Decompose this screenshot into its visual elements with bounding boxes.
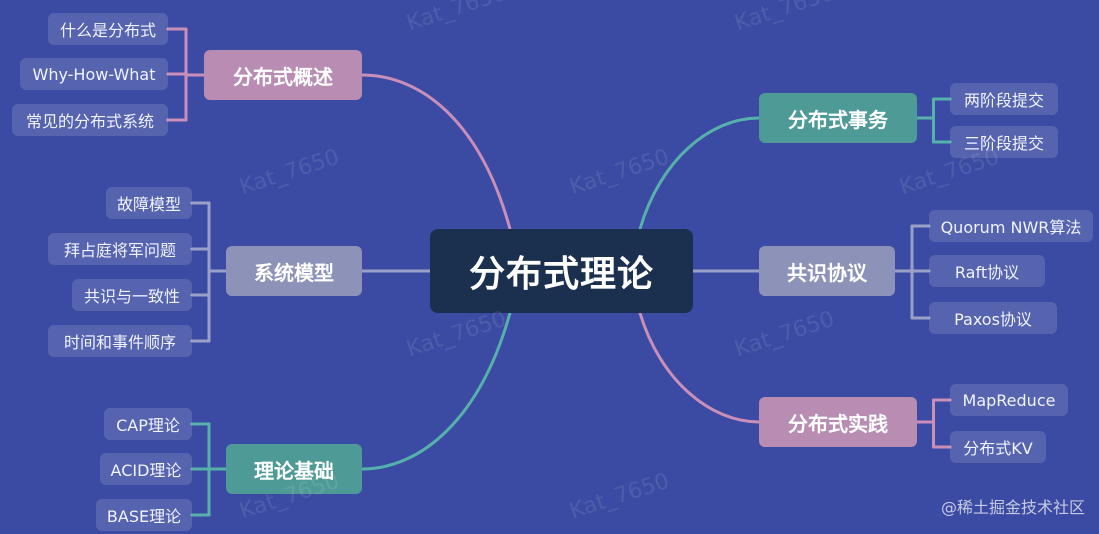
leaf-raft[interactable]: Raft协议: [929, 255, 1045, 287]
leaf-fault-model[interactable]: 故障模型: [106, 187, 192, 219]
link-root-overview: [360, 73, 512, 231]
leaf-three-phase-commit[interactable]: 三阶段提交: [950, 126, 1058, 158]
leaf-what-is-distributed[interactable]: 什么是分布式: [48, 13, 168, 45]
leaf-distributed-kv[interactable]: 分布式KV: [950, 431, 1046, 463]
root-node[interactable]: 分布式理论: [430, 229, 693, 313]
leaf-why-how-what[interactable]: Why-How-What: [20, 58, 168, 90]
branch-theory-basis[interactable]: 理论基础: [226, 444, 362, 494]
leaf-byzantine-generals[interactable]: 拜占庭将军问题: [48, 233, 192, 265]
branch-consensus[interactable]: 共识协议: [759, 246, 895, 296]
link-root-theory: [360, 311, 512, 471]
leaf-cap-theory[interactable]: CAP理论: [104, 408, 192, 440]
site-watermark: @稀土掘金技术社区: [940, 498, 1085, 517]
leaf-quorum-nwr[interactable]: Quorum NWR算法: [929, 210, 1093, 242]
link-root-transactions: [638, 116, 761, 231]
leaf-consensus-consistency[interactable]: 共识与一致性: [72, 279, 192, 311]
leaf-base-theory[interactable]: BASE理论: [96, 499, 192, 531]
leaf-time-event-order[interactable]: 时间和事件顺序: [48, 325, 192, 357]
branch-practice[interactable]: 分布式实践: [759, 397, 917, 447]
leaf-paxos[interactable]: Paxos协议: [929, 302, 1057, 334]
leaf-mapreduce[interactable]: MapReduce: [950, 384, 1068, 416]
leaf-two-phase-commit[interactable]: 两阶段提交: [950, 83, 1058, 115]
leaf-common-systems[interactable]: 常见的分布式系统: [12, 104, 168, 136]
branch-transactions[interactable]: 分布式事务: [759, 93, 917, 143]
branch-overview[interactable]: 分布式概述: [204, 50, 362, 100]
leaf-acid-theory[interactable]: ACID理论: [100, 453, 192, 485]
link-root-practice: [638, 311, 761, 424]
branch-system-model[interactable]: 系统模型: [226, 246, 362, 296]
